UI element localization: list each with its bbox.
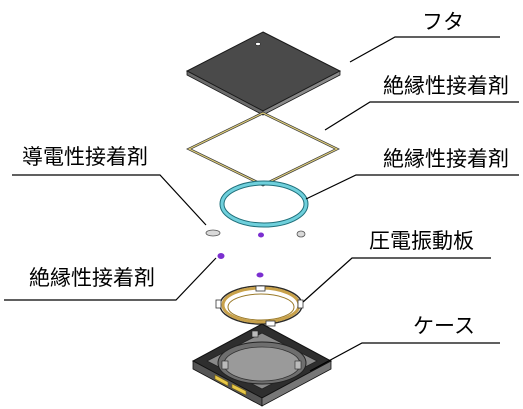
label-lid: フタ (422, 10, 464, 34)
leader-insulating-dots (4, 257, 217, 301)
leader-lid (349, 36, 500, 63)
leader-case (309, 342, 500, 372)
adhesive-frame-part (186, 111, 340, 187)
label-piezo-diaphragm: 圧電振動板 (369, 229, 474, 253)
adhesive-ring-part (219, 180, 309, 228)
label-insulating-adhesive-top: 絶縁性接着剤 (383, 74, 509, 98)
leader-diaphragm (302, 257, 491, 303)
label-case: ケース (413, 314, 475, 338)
label-insulating-adhesive-ring: 絶縁性接着剤 (383, 147, 509, 171)
leader-lines (4, 36, 519, 372)
leader-adhesive-frame (324, 101, 519, 131)
adhesive-dots (205, 229, 306, 278)
piezo-diaphragm-part (215, 285, 304, 327)
label-insulating-adhesive-dots: 絶縁性接着剤 (29, 266, 155, 290)
case-part (191, 323, 333, 407)
label-conductive-adhesive: 導電性接着剤 (22, 145, 148, 169)
lid-part (185, 31, 342, 116)
leader-adhesive-ring (305, 174, 519, 200)
leader-conductive (12, 174, 207, 226)
